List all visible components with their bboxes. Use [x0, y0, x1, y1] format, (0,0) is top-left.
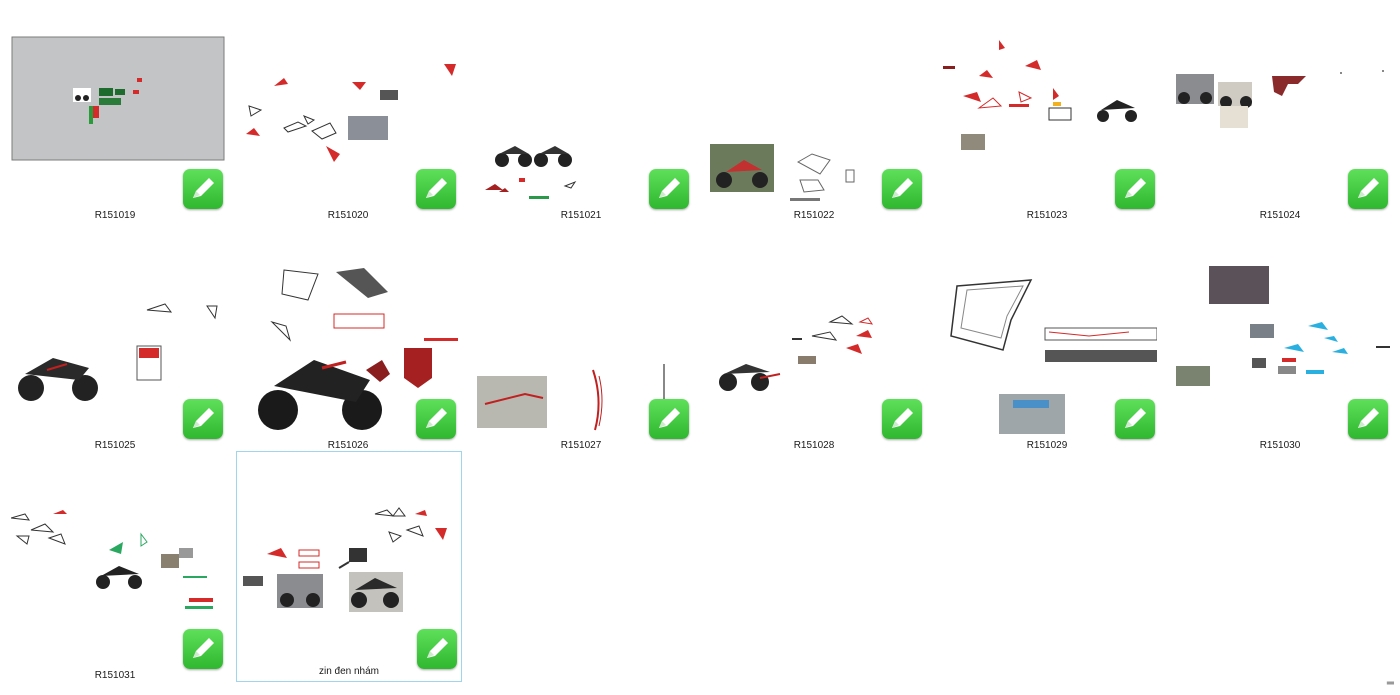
- file-tile[interactable]: R151029: [934, 235, 1160, 465]
- corel-draw-pen-icon: [183, 629, 223, 669]
- thumbnail: [244, 266, 458, 434]
- file-tile-selected[interactable]: zin đen nhám: [236, 451, 462, 682]
- thumbnail: [943, 266, 1157, 434]
- file-tile[interactable]: R151024: [1167, 5, 1393, 235]
- corel-draw-pen-icon: [417, 629, 457, 669]
- thumbnail: [943, 36, 1157, 204]
- thumbnail: [1176, 36, 1390, 204]
- thumbnail: [477, 266, 691, 434]
- file-name: R151031: [94, 670, 136, 681]
- file-name: R151028: [793, 440, 835, 451]
- view-toggle-icon[interactable]: ═: [1386, 678, 1394, 689]
- corel-draw-pen-icon: [649, 169, 689, 209]
- file-name: zin đen nhám: [318, 666, 380, 677]
- thumbnail: [11, 36, 225, 204]
- thumbnail: [1176, 266, 1390, 434]
- corel-draw-pen-icon: [183, 399, 223, 439]
- corel-draw-pen-icon: [183, 169, 223, 209]
- file-tile[interactable]: R151031: [2, 465, 228, 695]
- corel-draw-pen-icon: [882, 169, 922, 209]
- file-name: R151025: [94, 440, 136, 451]
- corel-draw-pen-icon: [416, 169, 456, 209]
- file-name: R151021: [560, 210, 602, 221]
- file-name: R151023: [1026, 210, 1068, 221]
- file-tile[interactable]: R151026: [235, 235, 461, 465]
- corel-draw-pen-icon: [1115, 169, 1155, 209]
- file-name: R151022: [793, 210, 835, 221]
- file-name: R151026: [327, 440, 369, 451]
- file-name: R151027: [560, 440, 602, 451]
- file-name: R151019: [94, 210, 136, 221]
- file-name: R151030: [1259, 440, 1301, 451]
- file-tile[interactable]: R151028: [701, 235, 927, 465]
- file-tile[interactable]: R151022: [701, 5, 927, 235]
- corel-draw-pen-icon: [1348, 169, 1388, 209]
- file-tile[interactable]: R151019: [2, 5, 228, 235]
- thumbnail: [710, 36, 924, 204]
- corel-draw-pen-icon: [416, 399, 456, 439]
- corel-draw-pen-icon: [1115, 399, 1155, 439]
- thumbnail: [244, 36, 458, 204]
- thumbnail: [11, 266, 225, 434]
- file-tile[interactable]: R151020: [235, 5, 461, 235]
- file-tile[interactable]: R151025: [2, 235, 228, 465]
- file-name: R151029: [1026, 440, 1068, 451]
- file-name: R151024: [1259, 210, 1301, 221]
- file-tile[interactable]: R151021: [468, 5, 694, 235]
- corel-draw-pen-icon: [1348, 399, 1388, 439]
- file-tile[interactable]: R151030: [1167, 235, 1393, 465]
- file-tile[interactable]: R151027: [468, 235, 694, 465]
- thumbnail: [477, 36, 691, 204]
- file-name: R151020: [327, 210, 369, 221]
- thumbnail: [710, 266, 924, 434]
- thumbnail: [239, 492, 453, 660]
- corel-draw-pen-icon: [649, 399, 689, 439]
- file-tile[interactable]: R151023: [934, 5, 1160, 235]
- thumbnail: [11, 496, 225, 664]
- corel-draw-pen-icon: [882, 399, 922, 439]
